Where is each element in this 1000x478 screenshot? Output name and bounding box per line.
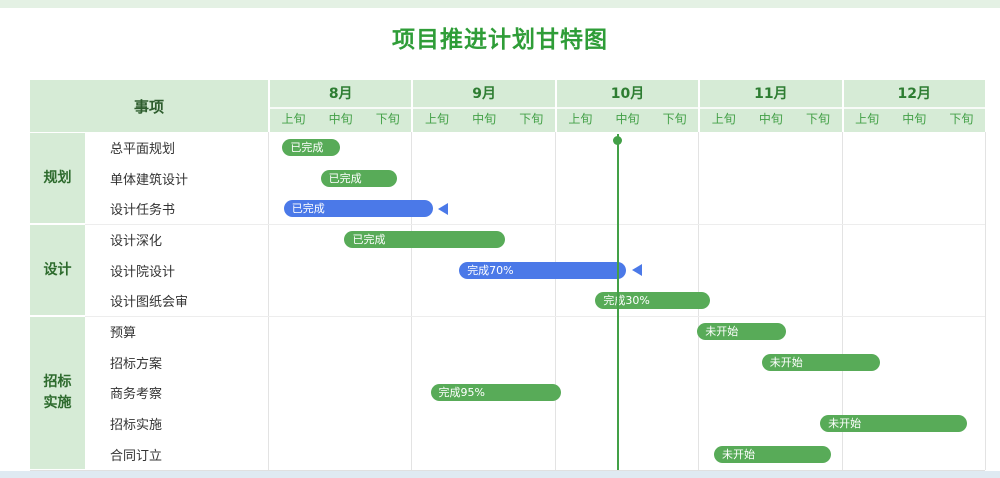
period-label: 中旬 — [758, 112, 783, 126]
header-background — [30, 80, 985, 132]
table-bottom-border — [30, 469, 985, 471]
gantt-bar: 完成30% — [595, 292, 711, 310]
grid-line-month — [985, 132, 986, 470]
gantt-bar: 完成70% — [459, 261, 627, 279]
month-label: 11月 — [700, 80, 842, 109]
period-label: 下旬 — [805, 112, 830, 126]
period-label: 上旬 — [424, 112, 449, 126]
period-label: 中旬 — [472, 112, 497, 126]
group-label-3: 招标实施 — [30, 317, 85, 469]
group-label-2: 设计 — [30, 225, 85, 316]
today-line — [616, 134, 619, 470]
today-marker-dot — [612, 136, 622, 145]
milestone-arrow-icon — [631, 264, 642, 277]
period-label: 上旬 — [568, 112, 593, 126]
gantt-bar: 已完成 — [282, 138, 340, 156]
period-label: 下旬 — [949, 112, 974, 126]
month-header-5: 12月上旬 中旬 下旬 — [841, 80, 985, 132]
period-label: 上旬 — [855, 112, 880, 126]
milestone-arrow-icon — [437, 202, 448, 215]
task-name: 合同订立 — [110, 448, 163, 464]
gantt-bar: 未开始 — [697, 323, 786, 341]
period-label: 下旬 — [375, 112, 400, 126]
gantt-bar: 未开始 — [713, 445, 832, 463]
task-name: 设计图纸会审 — [110, 295, 189, 311]
period-label: 中旬 — [328, 112, 353, 126]
period-labels: 上旬 中旬 下旬 — [844, 109, 985, 130]
grid-line-month — [554, 132, 556, 470]
page-bottom-edge — [0, 471, 1000, 478]
task-name: 设计深化 — [110, 233, 163, 249]
group-divider — [85, 316, 985, 318]
task-name: 设计任务书 — [110, 203, 176, 219]
period-label: 中旬 — [902, 112, 927, 126]
month-label: 10月 — [556, 80, 699, 109]
month-label: 8月 — [270, 80, 412, 109]
task-name: 招标实施 — [110, 418, 163, 434]
gantt-bar: 已完成 — [344, 230, 505, 248]
task-name: 总平面规划 — [110, 141, 176, 157]
month-header-1: 8月上旬 中旬 下旬 — [268, 80, 412, 132]
gantt-bar: 已完成 — [320, 169, 398, 187]
month-header-3: 10月上旬 中旬 下旬 — [554, 80, 699, 132]
chart-title: 项目推进计划甘特图 — [392, 27, 608, 53]
period-labels: 上旬 中旬 下旬 — [700, 109, 841, 130]
item-column-header: 事项 — [133, 97, 164, 116]
task-name: 设计院设计 — [110, 264, 176, 280]
gantt-bar: 完成95% — [430, 384, 561, 402]
period-label: 中旬 — [615, 112, 640, 126]
grid-line-month — [411, 132, 413, 470]
group-divider — [85, 224, 985, 226]
period-labels: 上旬 中旬 下旬 — [270, 109, 411, 130]
gantt-bar: 未开始 — [761, 353, 880, 371]
month-header-4: 11月上旬 中旬 下旬 — [698, 80, 842, 132]
task-name: 单体建筑设计 — [110, 172, 189, 188]
period-labels: 上旬 中旬 下旬 — [413, 109, 554, 130]
task-name: 招标方案 — [110, 356, 163, 372]
task-name: 预算 — [110, 326, 137, 342]
period-label: 下旬 — [519, 112, 544, 126]
task-name: 商务考察 — [110, 387, 163, 403]
gantt-bar: 已完成 — [283, 200, 433, 218]
month-label: 9月 — [413, 80, 555, 109]
page-top-edge — [0, 0, 1000, 8]
period-label: 上旬 — [711, 112, 736, 126]
grid-line-month — [841, 132, 843, 470]
period-label: 上旬 — [281, 112, 306, 126]
month-header-2: 9月上旬 中旬 下旬 — [411, 80, 555, 132]
period-label: 下旬 — [662, 112, 687, 126]
grid-line-month — [268, 132, 269, 470]
gantt-bar: 未开始 — [820, 415, 967, 433]
month-label: 12月 — [843, 80, 985, 109]
period-labels: 上旬 中旬 下旬 — [557, 109, 698, 130]
group-label-1: 规划 — [30, 133, 85, 224]
